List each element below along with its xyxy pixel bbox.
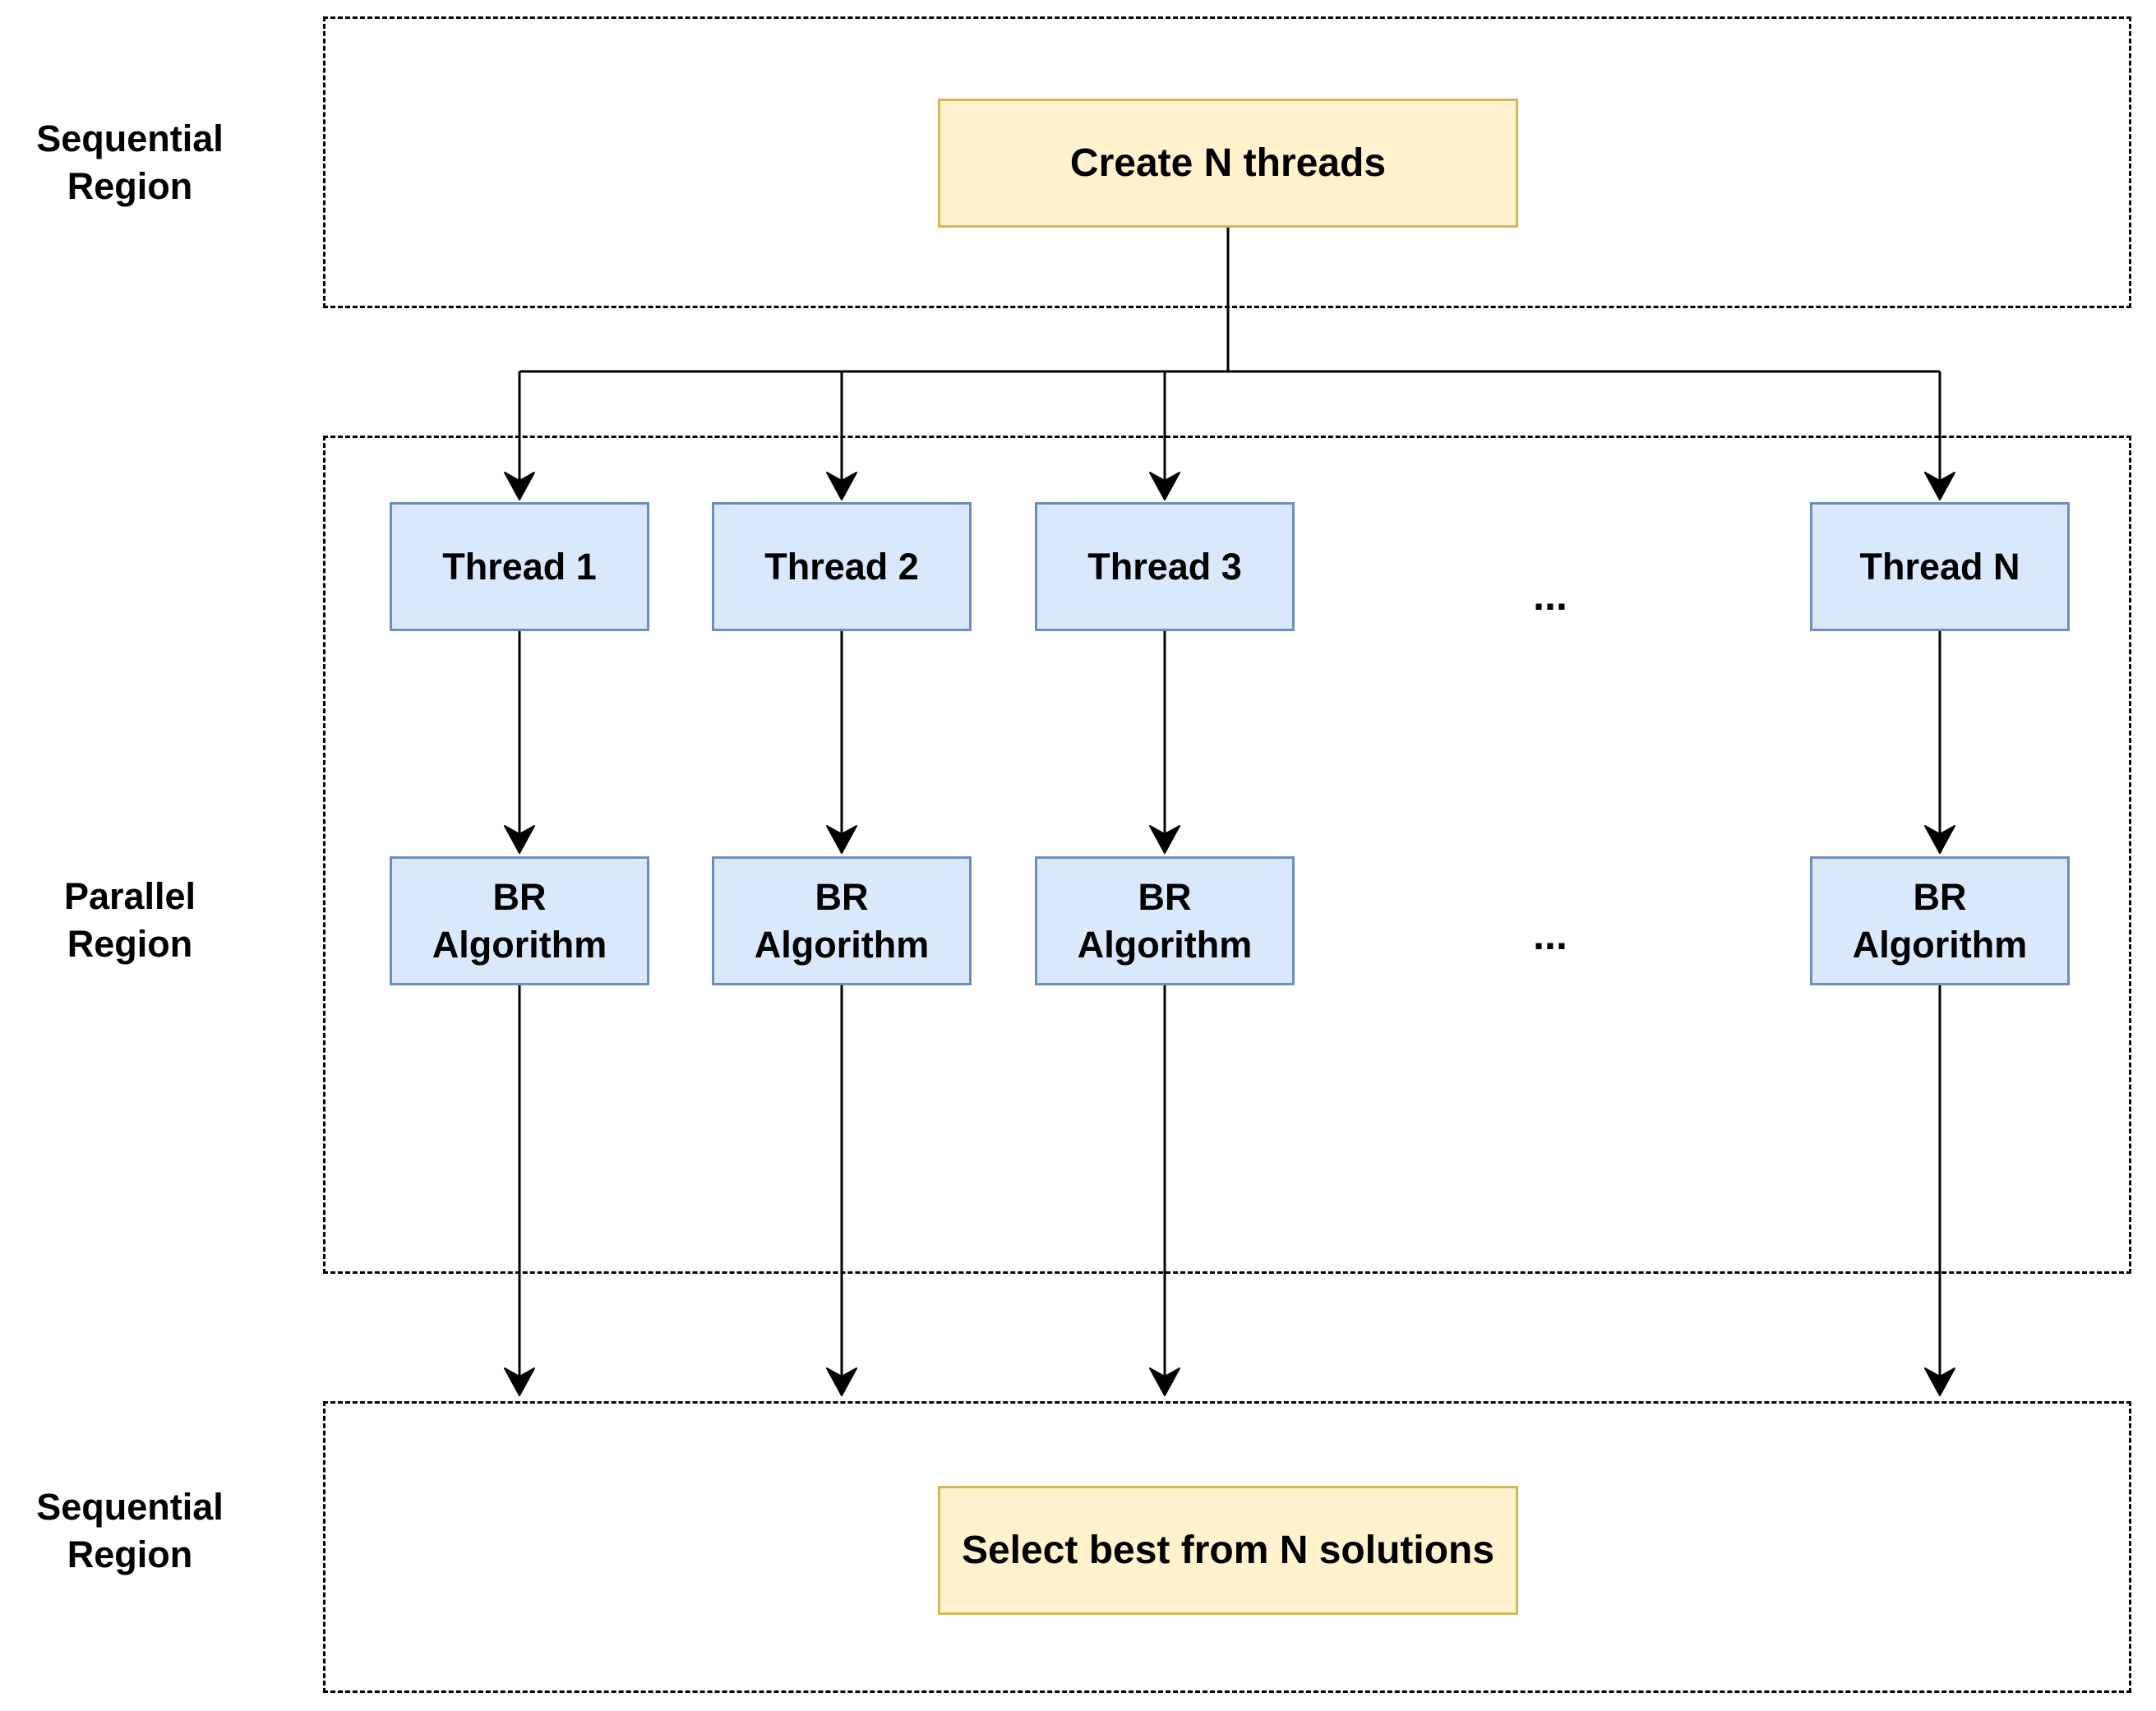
create-threads-box: Create N threads: [938, 99, 1518, 228]
thread-box-1: Thread 1: [390, 502, 649, 631]
thread-box-3: Thread 3: [1035, 502, 1295, 631]
sequential-region-bottom: [323, 1401, 2131, 1693]
arrowhead-thread-3: [1149, 472, 1180, 500]
arrowhead-thread-2: [826, 472, 857, 500]
br-algorithm-box-3: BR Algorithm: [1035, 856, 1295, 985]
arrowhead-thread-1: [504, 472, 535, 500]
br-algorithm-box-n: BR Algorithm: [1810, 856, 2070, 985]
region-label-parallel: Parallel Region: [63, 875, 196, 965]
arrowhead-algo-3: [1149, 825, 1180, 854]
ellipsis-algorithms: ...: [1533, 912, 1567, 958]
select-best-box: Select best from N solutions: [938, 1486, 1518, 1615]
ellipsis-threads: ...: [1533, 573, 1567, 619]
arrowhead-select-n: [1924, 1367, 1955, 1396]
arrowhead-select-3: [1149, 1367, 1180, 1396]
region-label-sequential-top: Sequential Region: [36, 118, 224, 207]
arrowhead-algo-1: [504, 825, 535, 854]
arrowhead-select-1: [504, 1367, 535, 1396]
region-label-sequential-bottom: Sequential Region: [36, 1486, 224, 1575]
arrowhead-thread-n: [1924, 472, 1955, 500]
arrowhead-select-2: [826, 1367, 857, 1396]
br-algorithm-box-1: BR Algorithm: [390, 856, 649, 985]
thread-box-2: Thread 2: [712, 502, 972, 631]
arrowhead-algo-n: [1924, 825, 1955, 854]
br-algorithm-box-2: BR Algorithm: [712, 856, 972, 985]
arrowhead-algo-2: [826, 825, 857, 854]
parallel-region: [323, 436, 2131, 1274]
thread-box-n: Thread N: [1810, 502, 2070, 631]
